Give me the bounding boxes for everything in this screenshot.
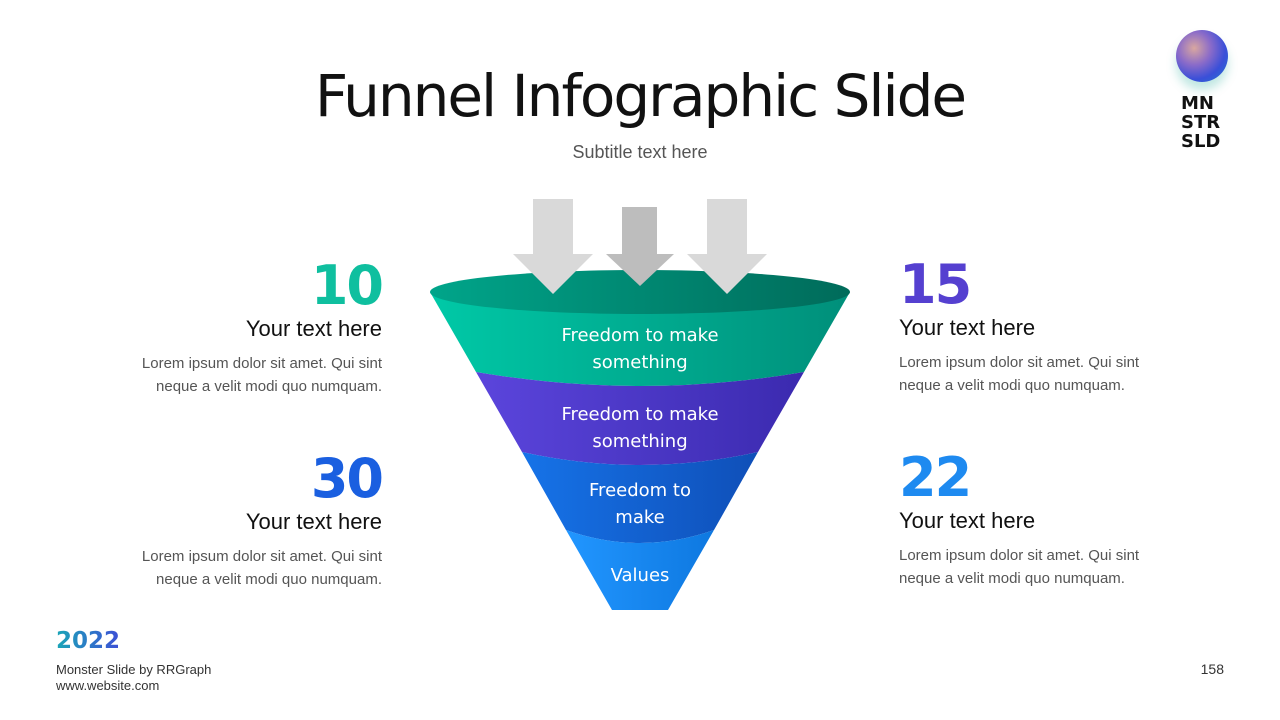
stat-body: Lorem ipsum dolor sit amet. Qui sint nequ… <box>122 352 382 398</box>
funnel-top-rim <box>430 270 850 314</box>
page-number: 158 <box>1200 661 1224 677</box>
footer-year: 2022 <box>56 628 121 654</box>
stat-body: Lorem ipsum dolor sit amet. Qui sint nequ… <box>122 545 382 591</box>
logo-line: STR <box>1181 112 1221 133</box>
brand-logo: MN STR SLD <box>1176 30 1230 151</box>
body-line: Lorem ipsum dolor sit amet. Qui sint <box>899 354 1140 371</box>
stat-number: 22 <box>899 446 972 509</box>
funnel-label: make <box>615 507 664 528</box>
funnel-label: Values <box>611 565 670 586</box>
stat-number: 30 <box>310 447 384 510</box>
stat-body: Lorem ipsum dolor sit amet. Qui sint nequ… <box>899 544 1159 590</box>
stat-block-22: 22 Your text here Lorem ipsum dolor sit … <box>899 448 1159 590</box>
stat-number: 10 <box>310 254 384 317</box>
website-link[interactable]: www.website.com <box>56 678 160 693</box>
page-subtitle: Subtitle text here <box>572 142 708 162</box>
body-line: Lorem ipsum dolor sit amet. Qui sint <box>141 548 382 565</box>
funnel-label: Freedom to make <box>561 404 718 425</box>
logo-orb-icon <box>1176 30 1228 82</box>
arrow-down-icon <box>687 199 767 294</box>
credit-text: Monster Slide by RRGraph <box>56 662 212 677</box>
logo-line: MN <box>1181 93 1214 114</box>
logo-text: MN STR SLD <box>1181 94 1230 151</box>
funnel-stage-3 <box>522 452 758 543</box>
body-line: neque a velit modi quo numquam. <box>899 377 1125 394</box>
body-line: Lorem ipsum dolor sit amet. Qui sint <box>899 547 1140 564</box>
stat-block-30: 30 Your text here Lorem ipsum dolor sit … <box>122 447 384 591</box>
stat-body: Lorem ipsum dolor sit amet. Qui sint nequ… <box>899 351 1159 397</box>
arrow-down-icon <box>606 207 674 286</box>
footer-credit: Monster Slide by RRGraph www.website.com <box>56 662 211 694</box>
funnel-stage-1 <box>430 292 850 386</box>
body-line: neque a velit modi quo numquam. <box>156 378 382 395</box>
body-line: neque a velit modi quo numquam. <box>156 571 382 588</box>
body-line: neque a velit modi quo numquam. <box>899 570 1125 587</box>
body-line: Lorem ipsum dolor sit amet. Qui sint <box>141 355 382 372</box>
page-title: Funnel Infographic Slide <box>314 62 967 130</box>
logo-line: SLD <box>1181 131 1221 152</box>
stat-heading: Your text here <box>899 315 1036 340</box>
stat-block-10: 10 Your text here Lorem ipsum dolor sit … <box>122 254 384 398</box>
stat-number: 15 <box>899 253 972 316</box>
arrow-down-icon <box>513 199 593 294</box>
stat-heading: Your text here <box>245 509 382 534</box>
funnel-label: something <box>592 352 687 373</box>
funnel-stage-4 <box>566 530 714 610</box>
stat-block-15: 15 Your text here Lorem ipsum dolor sit … <box>899 255 1159 397</box>
funnel-label: Freedom to <box>589 480 691 501</box>
stat-heading: Your text here <box>245 316 382 341</box>
funnel-stage-2 <box>476 372 804 465</box>
funnel-label: something <box>592 431 687 452</box>
stat-heading: Your text here <box>899 508 1036 533</box>
funnel-label: Freedom to make <box>561 325 718 346</box>
